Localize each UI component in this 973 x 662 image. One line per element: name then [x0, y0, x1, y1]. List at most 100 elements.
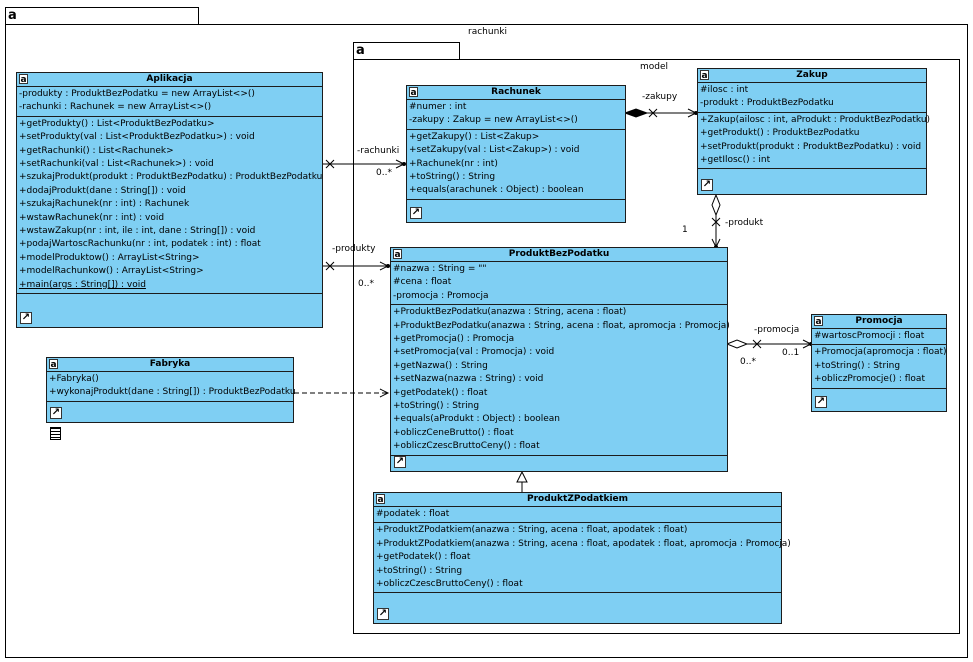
class-attribute[interactable]: #podatek : float — [376, 509, 450, 519]
class-operation[interactable]: +modelRachunkow() : ArrayList<String> — [19, 266, 204, 277]
class-operation[interactable]: +obliczPromocje() : float — [814, 374, 925, 385]
class-operation[interactable]: +wykonajProdukt(dane : String[]) : Produ… — [49, 387, 296, 398]
class-zakup[interactable]: a Zakup #ilosc : int -produkt : ProduktBez… — [697, 68, 931, 195]
class-attribute[interactable]: -zakupy : Zakup = new ArrayList<>() — [409, 115, 578, 126]
package-icon: a — [8, 8, 17, 23]
class-operation[interactable]: +toString() : String — [814, 360, 901, 371]
class-operation[interactable]: +getPodatek() : float — [393, 387, 488, 398]
class-name: Fabryka — [149, 359, 191, 369]
class-attribute[interactable]: -rachunki : Rachunek = new ArrayList<>() — [19, 102, 212, 113]
class-operation[interactable]: +getIlosc() : int — [700, 155, 771, 166]
multiplicity-rachunki: 0..* — [376, 168, 392, 178]
package-icon: a — [356, 43, 365, 58]
class-operation[interactable]: +modelProduktow() : ArrayList<String> — [19, 252, 200, 263]
package-name-model: model — [640, 62, 669, 72]
attributes-compartment: #numer : int -zakupy : Zakup = new ArrayL… — [407, 100, 625, 130]
attributes-compartment: #nazwa : String = "" #cena : float -promoc… — [391, 262, 727, 306]
class-operation[interactable]: +ProduktBezPodatku(anazwa : String, acen… — [393, 307, 627, 318]
class-operation[interactable]: +setPromocja(val : Promocja) : void — [393, 347, 555, 358]
class-operation[interactable]: +toString() : String — [376, 565, 463, 576]
link-arrow-icon[interactable]: ↗ — [701, 179, 713, 191]
class-operation[interactable]: +wstawRachunek(nr : int) : void — [19, 212, 165, 223]
operations-compartment: +ProduktBezPodatku(anazwa : String, acen… — [391, 305, 730, 456]
class-operation[interactable]: +equals(aProdukt : Object) : boolean — [393, 414, 560, 425]
link-arrow-icon[interactable]: ↗ — [20, 312, 32, 324]
link-arrow-icon[interactable]: ↗ — [410, 207, 422, 219]
attributes-compartment: #ilosc : int -produkt : ProduktBezPodatku — [698, 83, 926, 113]
class-operation[interactable]: +equals(arachunek : Object) : boolean — [409, 185, 584, 196]
class-operation[interactable]: +toString() : String — [409, 172, 496, 183]
class-operation[interactable]: +getPromocja() : Promocja — [393, 334, 515, 345]
class-operation[interactable]: +setRachunki(val : List<Rachunek>) : voi… — [19, 159, 214, 170]
class-operation[interactable]: +getPodatek() : float — [376, 552, 471, 563]
class-operation[interactable]: +obliczCzescBruttoCeny() : float — [393, 441, 540, 452]
role-label-promocja: -promocja — [754, 325, 800, 335]
class-operation[interactable]: +setProdukty(val : List<ProduktBezPodatk… — [19, 132, 255, 143]
class-operation[interactable]: +ProduktZPodatkiem(anazwa : String, acen… — [376, 538, 791, 549]
class-operation[interactable]: +obliczCeneBrutto() : float — [393, 427, 514, 438]
class-name: Rachunek — [491, 87, 541, 97]
class-icon: a — [814, 316, 823, 327]
multiplicity-produkt: 1 — [682, 225, 688, 235]
class-operation[interactable]: +toString() : String — [393, 401, 480, 412]
multiplicity-produkty: 0..* — [358, 279, 374, 289]
class-icon: a — [700, 70, 709, 81]
operations-compartment: +getProdukty() : List<ProduktBezPodatku>… — [17, 117, 323, 295]
role-label-zakupy: -zakupy — [642, 92, 678, 102]
class-operation[interactable]: +wstawZakup(nr : int, ile : int, dane : … — [19, 226, 256, 237]
class-name: ProduktZPodatkiem — [526, 494, 629, 504]
class-operation[interactable]: +Rachunek(nr : int) — [409, 158, 498, 169]
class-operation[interactable]: +main(args : String[]) : void — [19, 279, 146, 290]
class-attribute[interactable]: #numer : int — [409, 102, 467, 112]
link-arrow-icon[interactable]: ↗ — [377, 608, 389, 620]
note-icon — [50, 427, 61, 440]
class-operation[interactable]: +getProdukt() : ProduktBezPodatku — [700, 128, 860, 139]
class-operation[interactable]: +getProdukty() : List<ProduktBezPodatku> — [19, 118, 215, 129]
class-operation[interactable]: +Fabryka() — [49, 374, 99, 384]
class-operation[interactable]: +Zakup(ailosc : int, aProdukt : ProduktB… — [700, 114, 931, 125]
link-arrow-icon[interactable]: ↗ — [50, 407, 62, 419]
class-attribute[interactable]: #nazwa : String = "" — [393, 264, 487, 274]
attributes-compartment: -produkty : ProduktBezPodatku = new Arra… — [17, 87, 322, 117]
operations-compartment: +ProduktZPodatkiem(anazwa : String, acen… — [374, 523, 791, 594]
class-attribute[interactable]: -produkt : ProduktBezPodatku — [700, 98, 834, 109]
class-operation[interactable]: +getZakupy() : List<Zakup> — [409, 131, 540, 142]
link-arrow-icon[interactable]: ↗ — [394, 456, 406, 468]
class-operation[interactable]: +ProduktBezPodatku(anazwa : String, acen… — [393, 320, 730, 331]
class-operation[interactable]: +getNazwa() : String — [393, 360, 488, 371]
attributes-compartment: #podatek : float — [374, 507, 781, 524]
operations-compartment: +Fabryka() +wykonajProdukt(dane : String[… — [47, 372, 296, 402]
class-operation[interactable]: +ProduktZPodatkiem(anazwa : String, acen… — [376, 525, 688, 536]
class-attribute[interactable]: -produkty : ProduktBezPodatku = new Arra… — [19, 89, 255, 99]
class-operation[interactable]: +podajWartoscRachunku(nr : int, podatek … — [19, 239, 261, 250]
class-operation[interactable]: +getRachunki() : List<Rachunek> — [19, 145, 174, 156]
class-operation[interactable]: +setNazwa(nazwa : String) : void — [393, 374, 544, 385]
class-operation[interactable]: +setZakupy(val : List<Zakup>) : void — [409, 145, 580, 156]
class-operation[interactable]: +dodajProdukt(dane : String[]) : void — [19, 185, 186, 196]
link-arrow-icon[interactable]: ↗ — [815, 396, 827, 408]
class-attribute[interactable]: #cena : float — [393, 277, 452, 288]
class-name: Zakup — [796, 70, 828, 80]
class-operation[interactable]: +szukajRachunek(nr : int) : Rachunek — [19, 199, 190, 210]
class-icon: a — [393, 249, 402, 260]
class-operation[interactable]: +Promocja(apromocja : float) — [814, 347, 947, 358]
class-attribute[interactable]: #wartoscPromocji : float — [814, 331, 925, 341]
multiplicity-promocja-source: 0..* — [740, 357, 756, 367]
class-operation[interactable]: +szukajProdukt(produkt : ProduktBezPodat… — [19, 172, 323, 183]
class-operation[interactable]: +setProdukt(produkt : ProduktBezPodatku)… — [700, 141, 922, 152]
role-label-rachunki: -rachunki — [357, 146, 400, 156]
operations-compartment: +Promocja(apromocja : float) +toString() … — [812, 345, 947, 389]
class-attribute[interactable]: -promocja : Promocja — [393, 290, 489, 301]
package-name-rachunki: rachunki — [468, 27, 507, 37]
multiplicity-promocja-target: 0..1 — [782, 348, 800, 358]
class-name: Aplikacja — [146, 74, 193, 84]
class-operation[interactable]: +obliczCzescBruttoCeny() : float — [376, 579, 523, 590]
class-attribute[interactable]: #ilosc : int — [700, 85, 749, 95]
